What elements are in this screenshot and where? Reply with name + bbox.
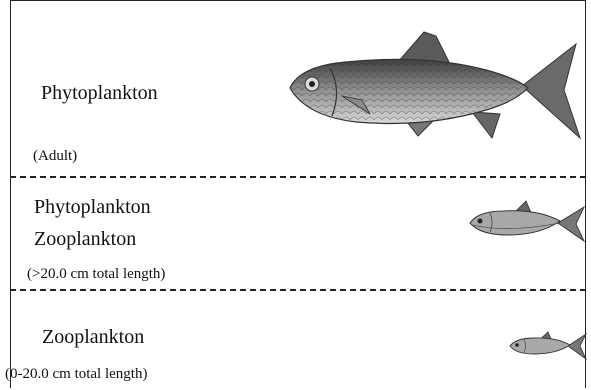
panel-2-diet-1: Phytoplankton xyxy=(34,196,151,219)
panel-3-stage: (0-20.0 cm total length) xyxy=(5,366,147,383)
medium-fish-icon xyxy=(468,199,586,247)
panel-1-stage: (Adult) xyxy=(33,148,77,165)
panel-3-diet: Zooplankton xyxy=(42,326,144,349)
panel-1-diet: Phytoplankton xyxy=(41,82,158,105)
divider-line xyxy=(10,176,586,178)
small-fish-icon xyxy=(508,329,588,363)
panel-2-diet-2: Zooplankton xyxy=(34,228,136,251)
divider-line xyxy=(10,289,586,291)
panel-2-stage: (>20.0 cm total length) xyxy=(27,266,165,283)
adult-fish-icon xyxy=(286,30,582,148)
